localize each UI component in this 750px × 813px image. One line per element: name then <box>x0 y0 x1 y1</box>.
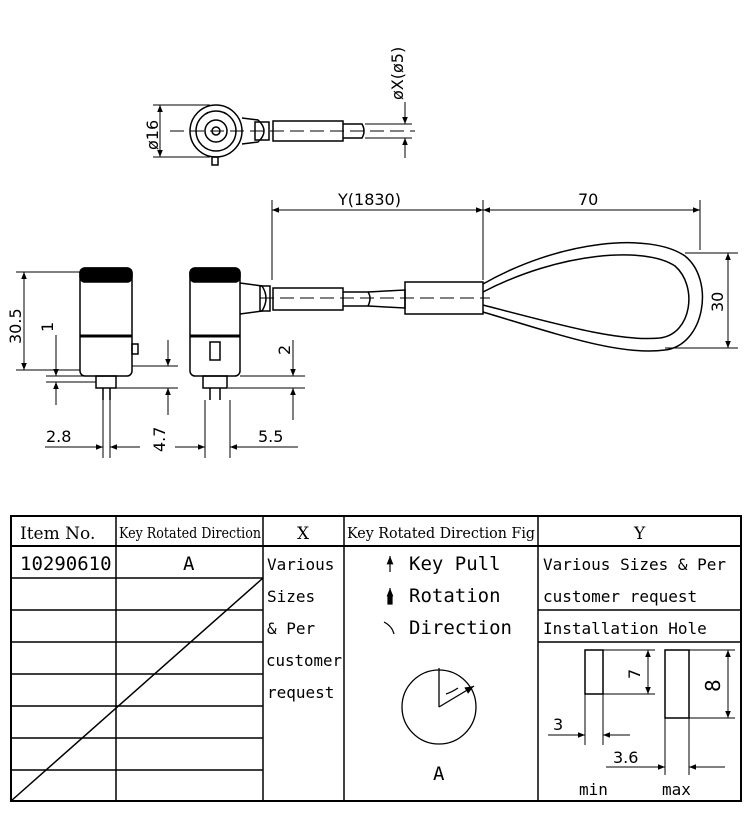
dim-x-diameter: øX(ø5) <box>388 47 407 100</box>
header-key-rotated-direction-fig: Key Rotated Direction Fig <box>347 524 535 542</box>
top-view <box>153 102 415 166</box>
header-y: Y <box>633 524 646 544</box>
hole-max-label: max <box>662 780 691 799</box>
x-text-line-4: customer <box>266 651 342 670</box>
rotated-direction-value: A <box>183 553 195 575</box>
x-text-line-3: & Per <box>267 619 316 638</box>
hole-width-max: 3.6 <box>613 748 638 767</box>
y-text-line-2: customer request <box>543 587 697 606</box>
key-direction-legend <box>383 556 395 635</box>
dim-4-7: 4.7 <box>150 427 169 452</box>
rotation-figure-label: A <box>433 763 445 785</box>
direction-icon <box>383 621 395 635</box>
y-text-line-1: Various Sizes & Per <box>543 555 726 574</box>
dim-cable-length: Y(1830) <box>337 190 401 209</box>
cable-sleeve-left <box>272 287 344 311</box>
hole-height-max: 8 <box>701 679 725 692</box>
legend-rotation: Rotation <box>409 585 501 607</box>
legend-direction: Direction <box>409 617 512 639</box>
hole-width-min: 3 <box>553 715 563 734</box>
empty-rows-diagonal <box>10 577 264 802</box>
cable-loop-outer <box>482 242 704 352</box>
dim-body-height: 30.5 <box>6 308 25 344</box>
hole-min-label: min <box>579 780 608 799</box>
hole-min <box>584 649 604 695</box>
dim-1: 1 <box>38 322 57 332</box>
header-item-no: Item No. <box>20 524 95 544</box>
installation-hole-label: Installation Hole <box>543 619 707 638</box>
header-key-rotated-direction: Key Rotated Direction <box>119 524 261 542</box>
dim-loop-width: 30 <box>708 292 727 312</box>
spec-table <box>10 515 742 802</box>
rotation-figure <box>401 668 477 745</box>
x-text-line-1: Various <box>267 555 334 574</box>
dim-head-diameter: ø16 <box>143 120 162 150</box>
dim-2-8: 2.8 <box>46 427 71 446</box>
x-text-line-2: Sizes <box>267 587 315 606</box>
item-number: 10290610 <box>20 553 112 575</box>
installation-hole-diagram <box>548 649 735 775</box>
header-x: X <box>297 524 310 544</box>
cable-loop-inner <box>482 254 690 340</box>
legend-key-pull: Key Pull <box>409 553 501 575</box>
x-text-line-5: request <box>267 683 334 702</box>
dim-5-5: 5.5 <box>258 427 283 446</box>
hole-height-min: 7 <box>625 669 644 679</box>
lock-body-left <box>79 267 133 377</box>
lock-head-keyhole <box>204 119 228 143</box>
dim-loop-length: 70 <box>578 190 598 209</box>
dim-2: 2 <box>275 345 294 355</box>
side-view <box>16 200 738 458</box>
hole-max <box>664 649 690 719</box>
